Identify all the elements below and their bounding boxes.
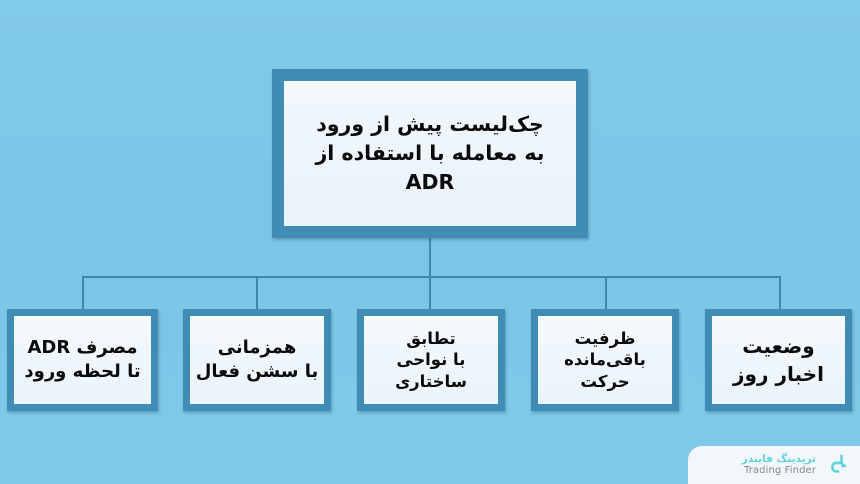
connector-horizontal-bus [82, 276, 780, 278]
child-node-5-body: وضعیت اخبار روز [712, 316, 845, 404]
child-node-4-body: ظرفیت باقی‌مانده حرکت [538, 316, 672, 404]
child-node-4: ظرفیت باقی‌مانده حرکت [531, 309, 679, 411]
root-node-body: چک‌لیست پیش از ورود به معامله با استفاده… [284, 81, 576, 226]
watermark: تریدینگ فایندر Trading Finder [688, 446, 860, 484]
child-node-5-label: وضعیت اخبار روز [733, 334, 824, 386]
child-node-1-label: مصرف ADR تا لحظه ورود [24, 336, 141, 382]
child-node-3-label: تطابق با نواحی ساختاری [395, 328, 467, 391]
connector-drop-4 [605, 276, 607, 310]
child-node-3-body: تطابق با نواحی ساختاری [364, 316, 498, 404]
connector-drop-3 [429, 276, 431, 310]
connector-drop-2 [256, 276, 258, 310]
connector-drop-1 [82, 276, 84, 310]
watermark-brand-fa: تریدینگ فایندر [741, 452, 816, 465]
child-node-2: همزمانی با سشن فعال [183, 309, 331, 411]
connector-drop-5 [779, 276, 781, 310]
watermark-text: تریدینگ فایندر Trading Finder [741, 452, 816, 477]
root-node: چک‌لیست پیش از ورود به معامله با استفاده… [272, 69, 588, 238]
child-node-4-label: ظرفیت باقی‌مانده حرکت [564, 328, 646, 391]
root-node-label: چک‌لیست پیش از ورود به معامله با استفاده… [315, 111, 545, 195]
connector-root-stem [429, 238, 431, 277]
child-node-2-label: همزمانی با سشن فعال [195, 336, 319, 382]
watermark-brand-en: Trading Finder [743, 465, 816, 477]
trading-finder-logo-icon [831, 454, 846, 473]
child-node-3: تطابق با نواحی ساختاری [357, 309, 505, 411]
child-node-1: مصرف ADR تا لحظه ورود [7, 309, 158, 411]
child-node-5: وضعیت اخبار روز [705, 309, 852, 411]
child-node-1-body: مصرف ADR تا لحظه ورود [14, 316, 151, 404]
child-node-2-body: همزمانی با سشن فعال [190, 316, 324, 404]
